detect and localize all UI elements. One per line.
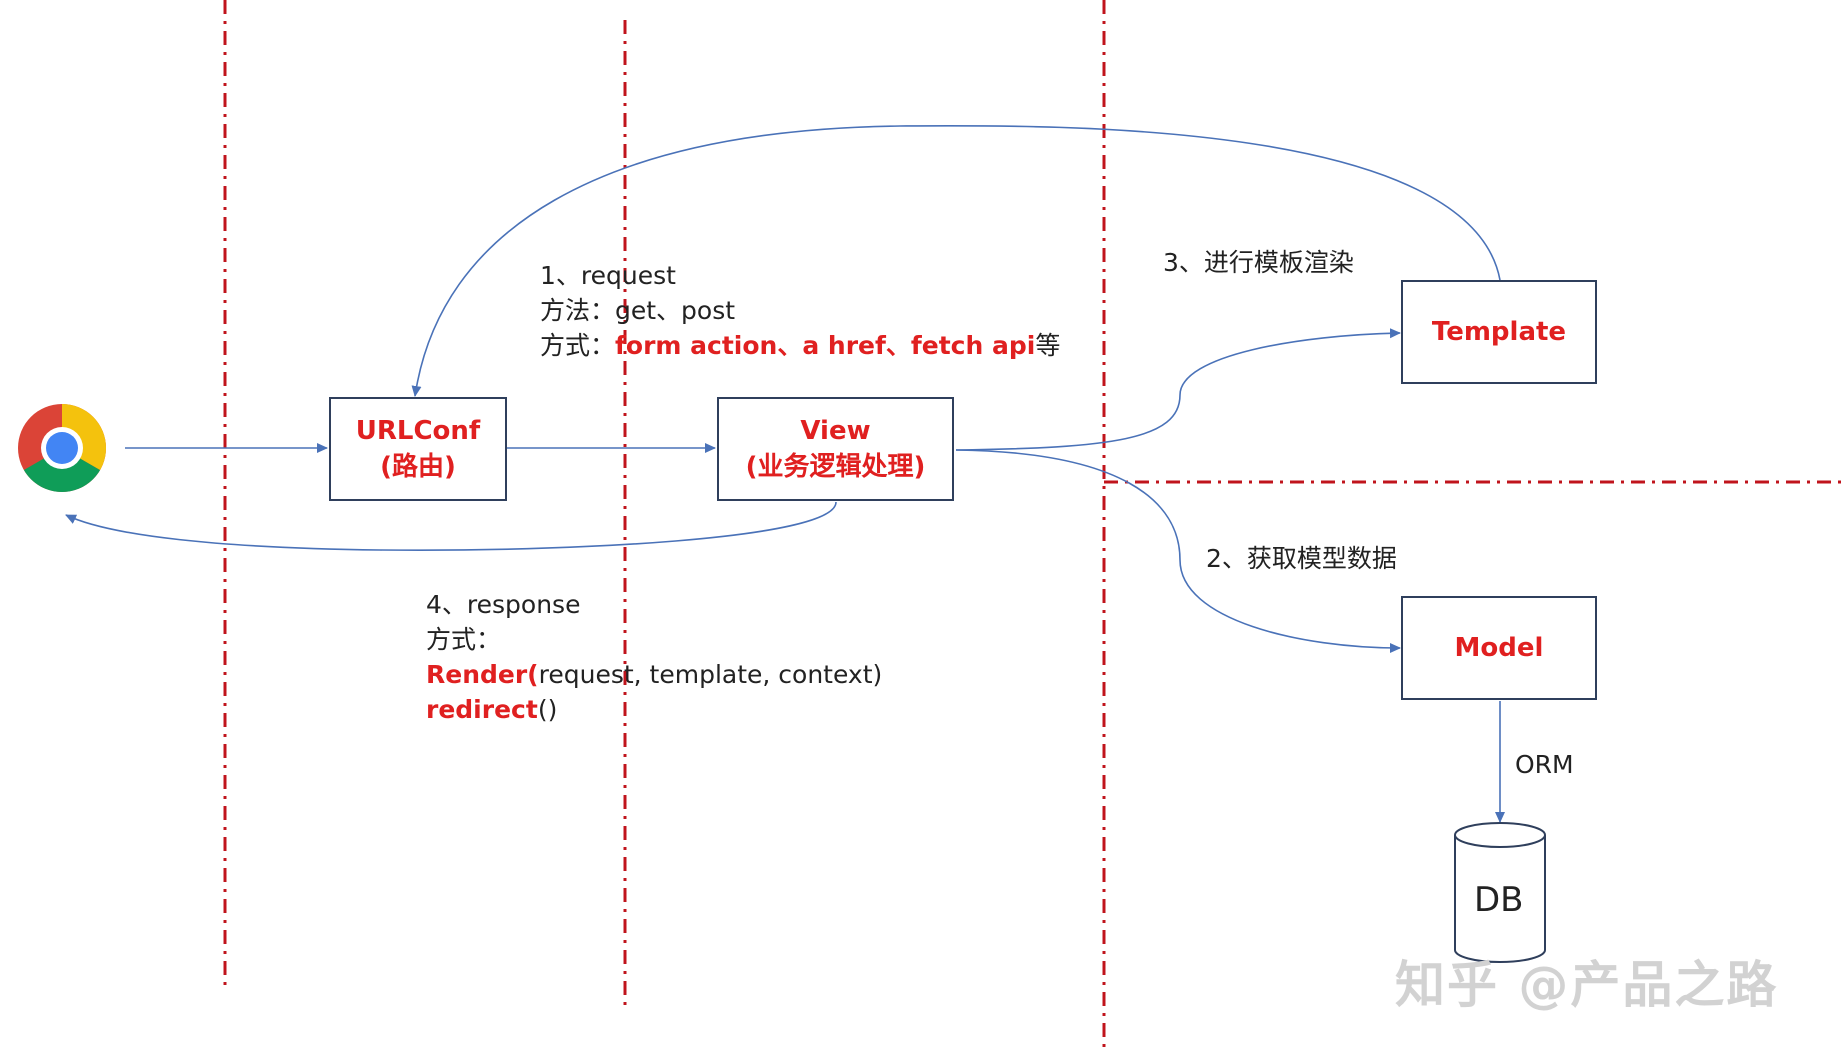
model-title: Model: [1454, 633, 1544, 663]
render-template-label: 3、进行模板渲染: [1163, 248, 1354, 277]
orm-label: ORM: [1515, 750, 1574, 779]
request-line-3-suffix: 等: [1035, 331, 1061, 360]
request-line-2: 方法：get、post: [540, 296, 736, 325]
redirect-parens: (): [537, 695, 558, 724]
db-cylinder: [1454, 822, 1546, 963]
arrow-view-to-browser: [65, 501, 837, 551]
template-title: Template: [1431, 317, 1567, 347]
get-model-label: 2、获取模型数据: [1206, 544, 1397, 573]
render-function: Render(: [426, 660, 539, 689]
db-label: DB: [1474, 880, 1524, 920]
view-subtitle: (业务逻辑处理): [745, 452, 926, 482]
view-title: View: [800, 416, 871, 446]
response-line-4: redirect(): [426, 692, 882, 727]
arrow-view-to-model: [955, 449, 1401, 653]
urlconf-title: URLConf: [355, 416, 481, 446]
urlconf-subtitle: (路由): [380, 452, 456, 482]
render-arguments: request, template, context): [538, 660, 883, 689]
response-line-3: Render(request, template, context): [426, 657, 882, 692]
request-line-3: 方式：form action、a href、fetch api等: [540, 328, 1060, 363]
urlconf-box: URLConf (路由): [329, 397, 507, 501]
request-line-1: 1、request: [540, 261, 676, 290]
model-box: Model: [1401, 596, 1597, 700]
request-annotation: 1、request 方法：get、post 方式：form action、a h…: [540, 258, 1060, 363]
arrow-template-to-urlconf: [411, 124, 1501, 397]
template-box: Template: [1401, 280, 1597, 384]
redirect-function: redirect: [426, 695, 538, 724]
request-line-3-prefix: 方式：: [540, 331, 616, 360]
request-line-3-methods: form action、a href、fetch api: [615, 331, 1036, 360]
response-annotation: 4、response 方式： Render(request, template,…: [426, 587, 882, 727]
response-line-2: 方式：: [426, 625, 502, 654]
arrow-view-to-template: [955, 328, 1401, 451]
chrome-icon: [18, 404, 106, 492]
view-box: View (业务逻辑处理): [717, 397, 954, 501]
response-line-1: 4、response: [426, 590, 581, 619]
watermark: 知乎 @产品之路: [1395, 956, 1779, 1014]
